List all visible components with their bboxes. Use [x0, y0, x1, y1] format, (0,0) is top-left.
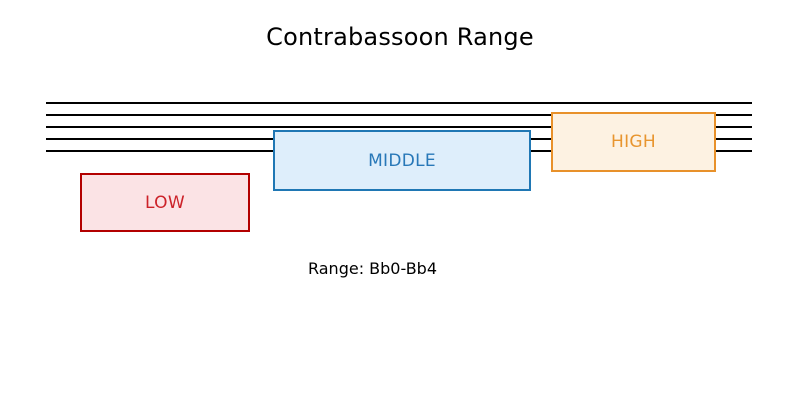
range-caption: Range: Bb0-Bb4	[307, 259, 437, 278]
register-label-middle: MIDDLE	[368, 150, 436, 171]
staff-line-2	[46, 114, 752, 116]
staff-line-3	[46, 126, 752, 128]
register-box-low: LOW	[80, 173, 250, 232]
register-box-high: HIGH	[551, 112, 716, 172]
register-label-high: HIGH	[611, 132, 656, 152]
page-title: Contrabassoon Range	[266, 23, 534, 51]
staff-line-1	[46, 102, 752, 104]
register-box-middle: MIDDLE	[273, 130, 531, 191]
register-label-low: LOW	[145, 192, 185, 213]
